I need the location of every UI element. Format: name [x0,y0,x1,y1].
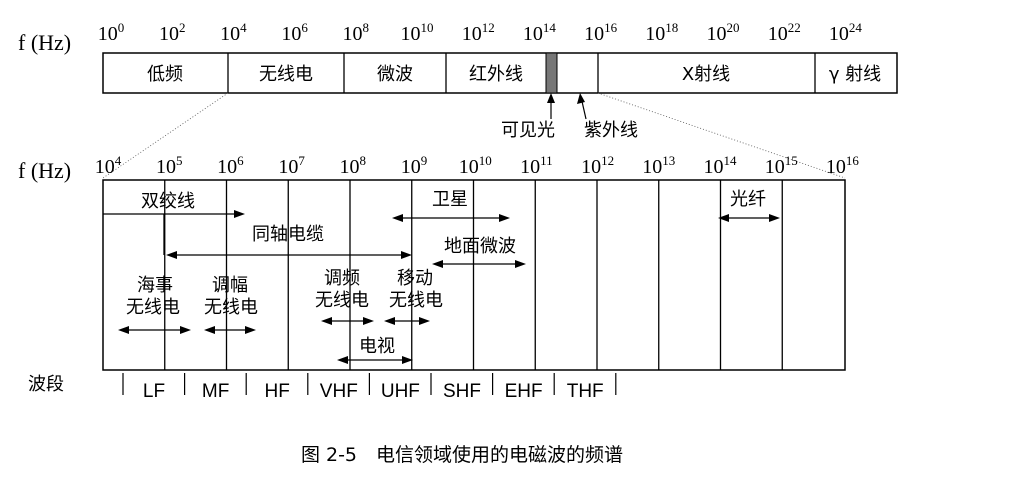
band-thf: THF [567,381,604,402]
twisted-pair-label: 双绞线 [141,191,195,212]
ultraviolet-label: 紫外线 [584,120,638,141]
am-radio-label-2: 无线电 [204,297,258,318]
satellite-label: 卫星 [432,189,468,210]
am-radio-label-1: 调幅 [212,275,248,296]
fiber-label: 光纤 [730,189,766,210]
band-row-label: 波段 [28,374,64,395]
band-shf: SHF [443,381,481,402]
detail-tick-10e10: 1010 [459,153,492,178]
top-tick-10e6: 106 [281,20,308,45]
top-tick-10e2: 102 [159,20,186,45]
top-tick-10e8: 108 [343,20,370,45]
top-tick-10e14: 1014 [523,20,557,45]
top-tick-10e24: 1024 [829,20,863,45]
detail-tick-10e12: 1012 [581,153,614,178]
detail-tick-10e11: 1011 [520,153,553,178]
figure-caption: 图 2-5 电信领域使用的电磁波的频谱 [301,444,623,466]
band-microwave: 微波 [377,64,413,85]
band-ehf: EHF [505,381,543,402]
coax-label: 同轴电缆 [252,224,324,245]
band-xray: X射线 [682,64,730,85]
detail-tick-10e5: 105 [156,153,183,178]
detail-tick-10e15: 1015 [765,153,798,178]
band-lf: LF [143,381,165,402]
mobile-radio-label-2: 无线电 [389,290,443,311]
detail-tick-10e16: 1016 [826,153,860,178]
terrestrial-microwave-label: 地面微波 [444,236,516,257]
top-tick-10e0: 100 [98,20,125,45]
top-tick-10e4: 104 [220,20,247,45]
band-vhf: VHF [320,381,358,402]
detail-tick-10e7: 107 [278,153,305,178]
band-mf: MF [202,381,229,402]
visible-light-label: 可见光 [501,120,555,141]
band-row-labels: LF MF HF VHF UHF SHF EHF THF [143,381,604,402]
top-tick-10e10: 1010 [401,20,434,45]
detail-tick-10e14: 1014 [704,153,738,178]
band-uhf: UHF [381,381,420,402]
detail-tick-10e6: 106 [217,153,244,178]
top-tick-10e12: 1012 [462,20,495,45]
fm-radio-label-1: 调频 [324,268,360,289]
tv-label: 电视 [359,336,395,357]
top-band-bar [102,52,898,94]
detail-tick-10e9: 109 [401,153,428,178]
detail-tick-10e4: 104 [95,153,122,178]
band-low-freq: 低频 [147,64,183,85]
zoom-line-left [102,92,229,179]
top-tick-10e18: 1018 [645,20,678,45]
detail-decade-dividers [164,180,783,370]
detail-frequency-ticks: 104 105 106 107 108 109 1010 1011 1012 1013 1014 10… [95,153,860,178]
top-axis-label: f (Hz) [18,30,71,55]
maritime-radio-label-1: 海事 [137,275,173,296]
band-row-ticks [122,373,617,395]
visible-light-strip [545,52,558,94]
maritime-radio-label-2: 无线电 [126,297,180,318]
mobile-radio-label-1: 移动 [397,268,433,289]
top-tick-10e20: 1020 [707,20,740,45]
top-frequency-ticks: 100 102 104 106 108 1010 1012 1014 1016 1018 1020 1… [98,20,863,45]
band-infrared: 红外线 [469,64,523,85]
top-tick-10e16: 1016 [584,20,618,45]
detail-tick-10e13: 1013 [642,153,675,178]
detail-axis-label: f (Hz) [18,158,71,183]
detail-tick-10e8: 108 [340,153,367,178]
band-radio: 无线电 [259,64,313,85]
band-hf: HF [265,381,290,402]
band-gamma: γ 射线 [829,64,881,85]
fm-radio-label-2: 无线电 [315,290,369,311]
top-tick-10e22: 1022 [768,20,801,45]
